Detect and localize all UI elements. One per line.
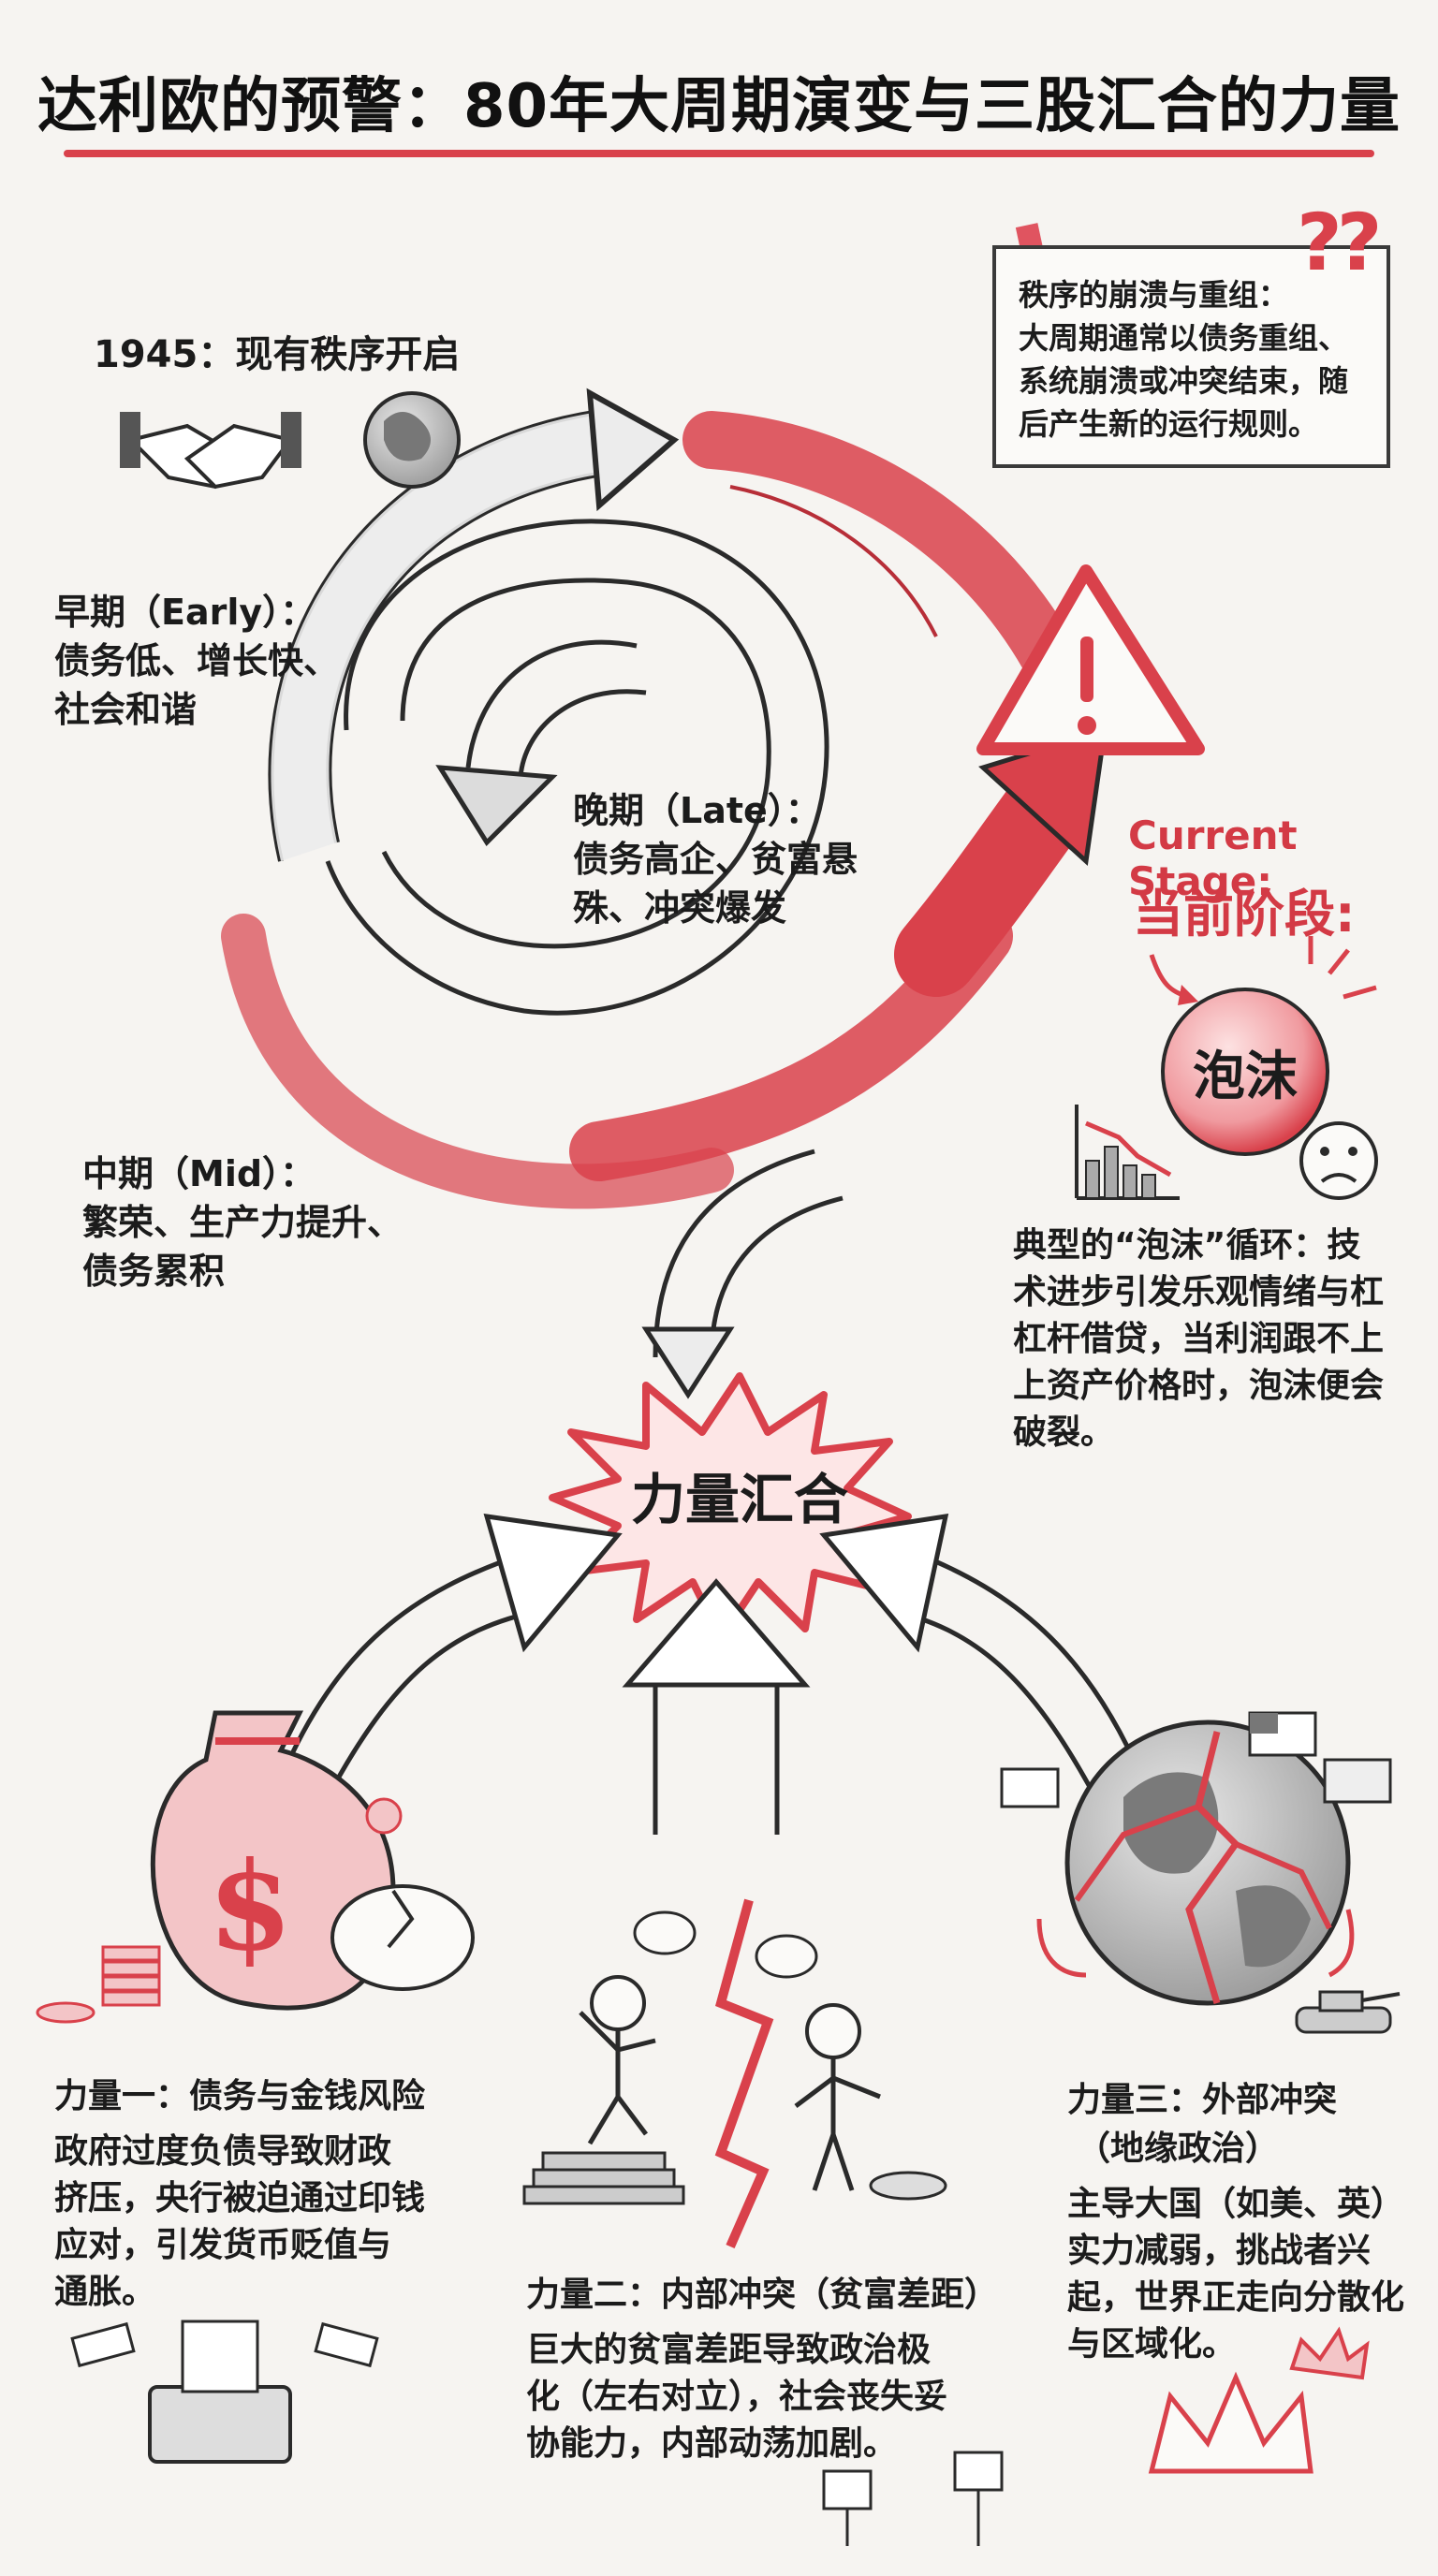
force-one-line: 应对，引发货币贬值与 — [54, 2226, 392, 2264]
note-line: 大周期通常以债务重组、 — [1019, 320, 1349, 356]
globe-icon — [363, 391, 461, 489]
title-underline — [64, 150, 1374, 157]
bubble-description: 典型的“泡沫”循环：技 术进步引发乐观情绪与杠 杠杆借贷，当利润跟不上 上资产价… — [1013, 1222, 1384, 1456]
convergence-label: 力量汇合 — [630, 1468, 848, 1531]
note-line: 后产生新的运行规则。 — [1019, 406, 1319, 442]
late-stage-title: 晚期（Late）： — [573, 790, 821, 831]
bubble-desc-line: 典型的“泡沫”循环：技 — [1013, 1226, 1361, 1265]
mid-stage-line: 繁荣、生产力提升、 — [82, 1202, 404, 1243]
force-two: 力量二：内部冲突（贫富差距） 巨大的贫富差距导致政治极 化（左右对立），社会丧失… — [526, 2271, 998, 2467]
force-three-title: 力量三：外部冲突 — [1067, 2081, 1338, 2119]
falling-chart-icon — [1075, 1105, 1180, 1200]
current-stage-en: Current Stage: — [1128, 812, 1298, 904]
money-printer-icon — [70, 2320, 379, 2464]
question-marks-icon: ?? — [1297, 197, 1382, 288]
mid-stage-title: 中期（Mid）： — [82, 1153, 316, 1194]
bubble-icon — [1149, 936, 1377, 1156]
early-stage-line: 债务低、增长快、 — [54, 640, 340, 681]
bubble-desc-line: 术进步引发乐观情绪与杠 — [1013, 1273, 1385, 1311]
mid-stage-label: 中期（Mid）： 繁荣、生产力提升、 债务累积 — [82, 1149, 403, 1295]
force-one-line: 挤压，央行被迫通过印钱 — [54, 2179, 426, 2217]
force-three-line: 起，世界正走向分散化 — [1067, 2278, 1405, 2317]
flag-icons — [1000, 1711, 1392, 1808]
force-three-subtitle: （地缘政治） — [1077, 2130, 1280, 2168]
force-three: 力量三：外部冲突 （地缘政治） 主导大国（如美、英） 实力减弱，挑战者兴 起，世… — [1067, 2076, 1404, 2368]
force-one-line: 通胀。 — [54, 2273, 156, 2311]
force-two-title: 力量二：内部冲突（贫富差距） — [526, 2276, 999, 2314]
wealth-gap-icon — [522, 1898, 947, 2249]
tank-icon — [1295, 1990, 1401, 2034]
early-stage-title: 早期（Early）： — [54, 592, 316, 633]
coin-stack-icon — [36, 1945, 161, 2024]
piggy-bank-icon — [330, 1797, 475, 1991]
bubble-desc-line: 破裂。 — [1013, 1413, 1115, 1452]
arrowhead-top — [586, 388, 680, 512]
force-two-line: 巨大的贫富差距导致政治极 — [526, 2331, 932, 2369]
force-arrows — [278, 1513, 1145, 1835]
force-one: 力量一：债务与金钱风险 政府过度负债导致财政 挤压，央行被迫通过印钱 应对，引发… — [54, 2072, 425, 2316]
late-stage-line: 债务高企、贫富悬 — [573, 839, 858, 880]
cycle-start-label: 1945：现有秩序开启 — [94, 333, 461, 376]
handshake-icon — [120, 412, 301, 490]
force-two-line: 化（左右对立），社会丧失妥 — [526, 2378, 948, 2416]
force-one-title: 力量一：债务与金钱风险 — [54, 2077, 426, 2115]
cracked-globe-icon — [1036, 1720, 1355, 2006]
note-line: 秩序的崩溃与重组： — [1019, 277, 1289, 313]
worried-face-icon — [1299, 1121, 1378, 1200]
cycle-spiral — [221, 388, 1108, 1399]
bubble-desc-line: 杠杆借贷，当利润跟不上 — [1013, 1320, 1385, 1358]
early-stage-label: 早期（Early）： 债务低、增长快、 社会和谐 — [54, 588, 339, 734]
force-one-line: 政府过度负债导致财政 — [54, 2132, 392, 2171]
mid-stage-line: 债务累积 — [82, 1251, 226, 1292]
bubble-label: 泡沫 — [1193, 1046, 1298, 1107]
current-stage-zh: 当前阶段: — [1133, 885, 1356, 944]
force-three-line: 实力减弱，挑战者兴 — [1067, 2232, 1372, 2270]
late-stage-label: 晚期（Late）： 债务高企、贫富悬 殊、冲突爆发 — [573, 786, 858, 932]
force-two-line: 协能力，内部动荡加剧。 — [526, 2424, 898, 2463]
force-three-line: 与区域化。 — [1067, 2325, 1237, 2364]
note-line: 系统崩溃或冲突结束，随 — [1019, 363, 1349, 399]
late-stage-line: 殊、冲突爆发 — [573, 887, 787, 929]
dollar-sign-icon: $ — [208, 1835, 293, 1978]
page-title: 达利欧的预警：80年大周期演变与三股汇合的力量 — [37, 72, 1401, 141]
protest-signs-icon — [822, 2451, 1004, 2546]
early-stage-line: 社会和谐 — [54, 689, 198, 730]
crown-icon — [1148, 2326, 1370, 2474]
warning-icon — [976, 564, 1205, 755]
order-collapse-note: 秩序的崩溃与重组： 大周期通常以债务重组、 系统崩溃或冲突结束，随 后产生新的运… — [992, 245, 1390, 468]
bubble-desc-line: 上资产价格时，泡沫便会 — [1013, 1367, 1385, 1405]
force-three-line: 主导大国（如美、英） — [1067, 2185, 1405, 2223]
